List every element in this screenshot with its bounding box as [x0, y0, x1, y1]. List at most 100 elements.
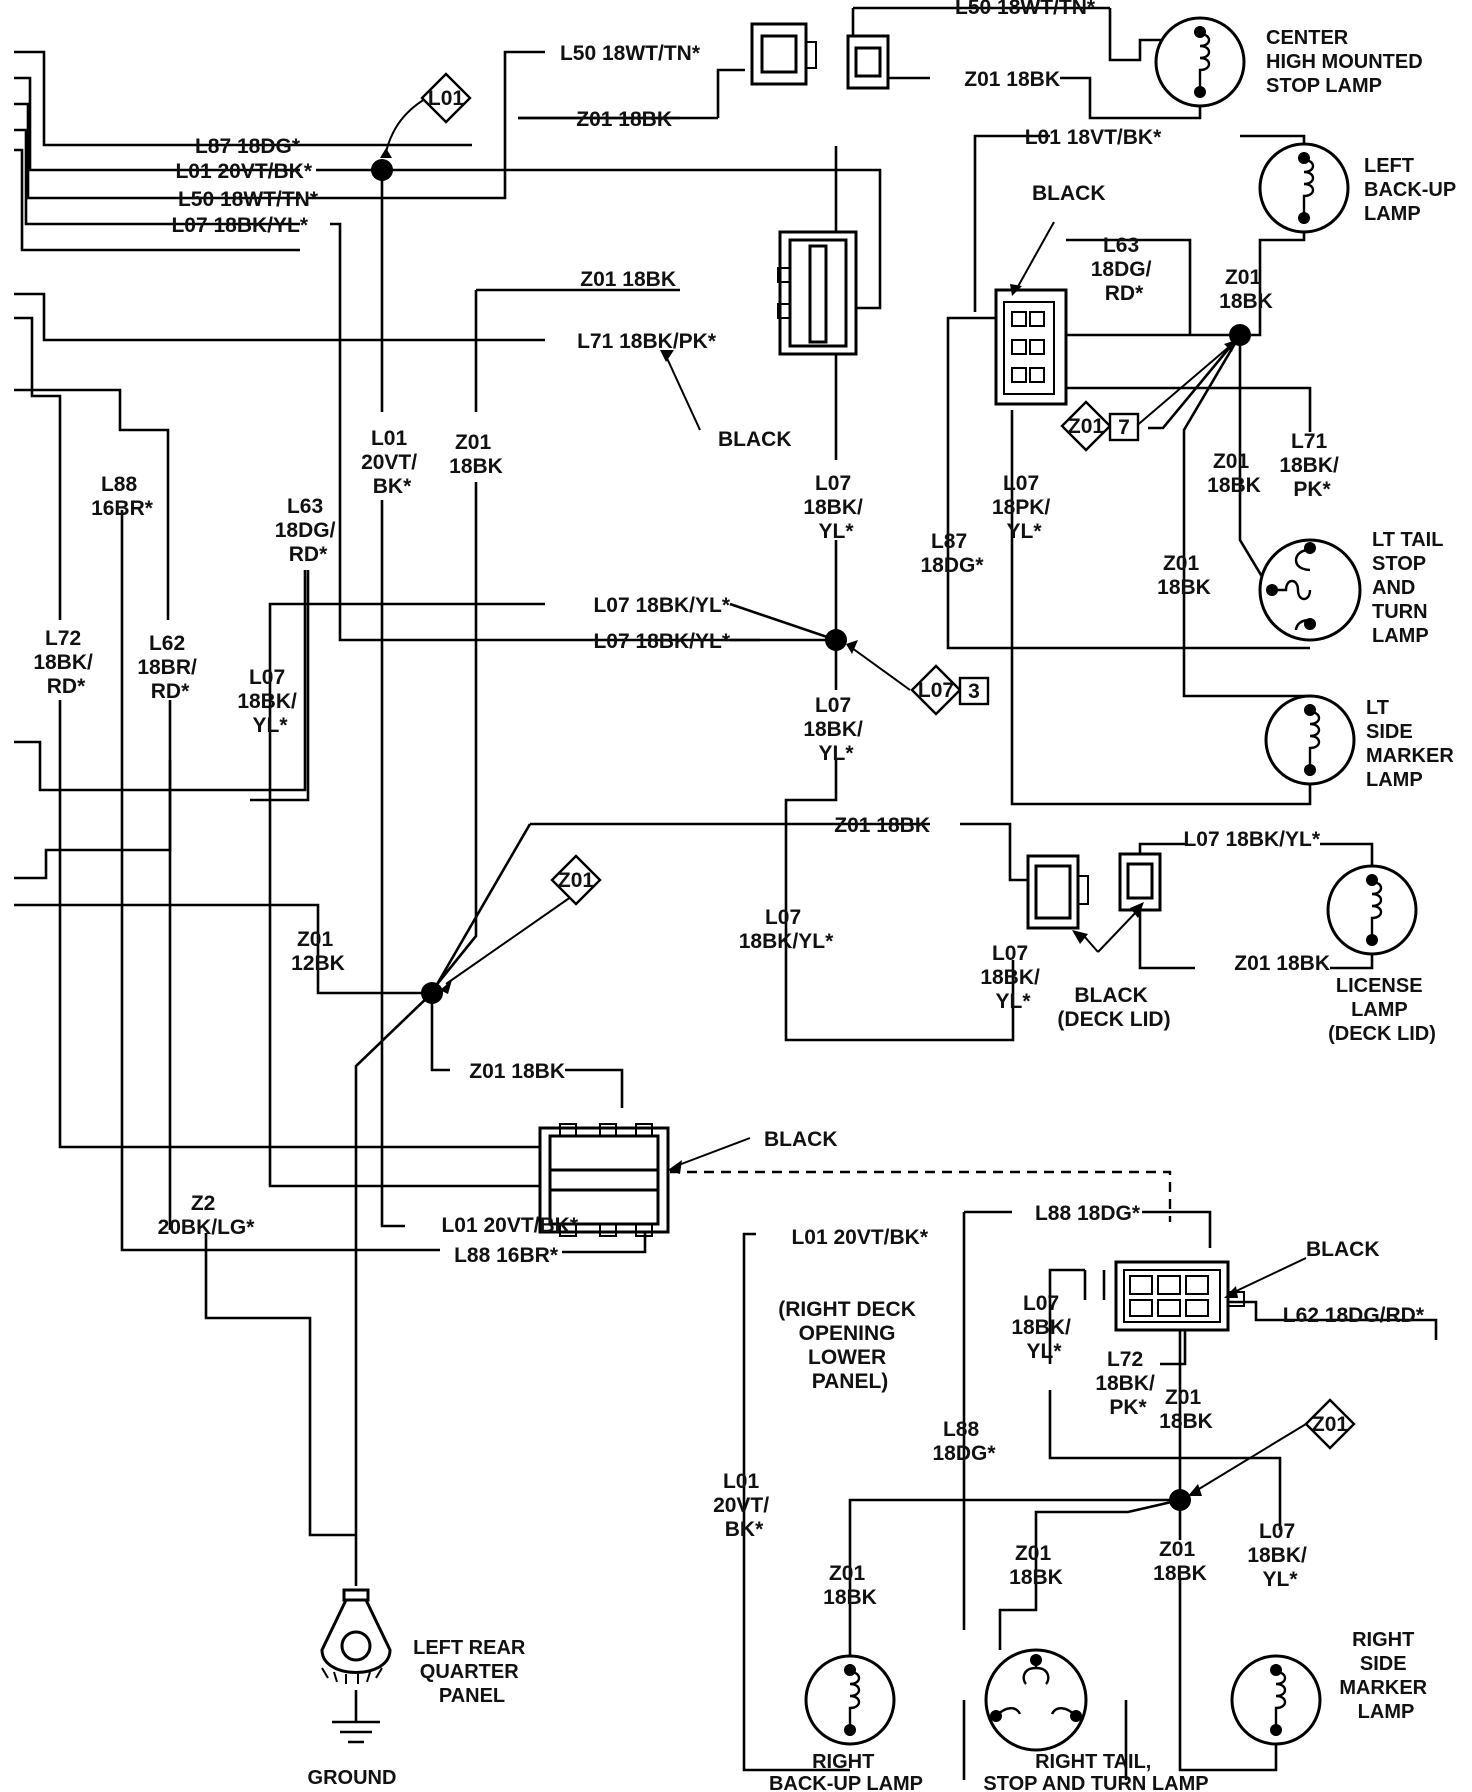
wire-label-z01-rb1: Z01 18BK — [1159, 1386, 1213, 1433]
wire-label-l07-deck: L07 18BK/YL* — [739, 906, 834, 953]
wire-label: Z01 18BK — [834, 814, 930, 837]
wire-label-z01-rb3: Z01 18BK — [1009, 1542, 1063, 1589]
lamp-labels: CENTER HIGH MOUNTED STOP LAMP LEFT BACK-… — [769, 27, 1461, 1792]
splice-tag-z01-left: Z01 — [550, 854, 602, 906]
wire-label: L01 18VT/BK* — [1025, 126, 1162, 149]
wire-label: Z01 18BK — [1234, 952, 1330, 975]
wire-label-l01-rb2: L01 20VT/ BK* — [713, 1470, 775, 1541]
wire-label-l63-vert: L63 18DG/ RD* — [275, 495, 342, 566]
wire-label: L01 20VT/BK* — [791, 1226, 928, 1249]
wire-label: L50 18WT/TN* — [178, 188, 319, 211]
ground-label: GROUND — [308, 1767, 397, 1789]
ground-labels: LEFT REAR QUARTER PANEL GROUND — [308, 1637, 531, 1789]
wire-label-z01-r2: Z01 18BK — [1207, 450, 1261, 497]
wire-label-l07-rb2: L07 18BK/ YL* — [1247, 1520, 1312, 1591]
wire-paths — [14, 6, 1438, 1780]
pointer-arrows — [380, 95, 1307, 1496]
connector-label: BLACK — [764, 1128, 838, 1151]
lt-tail-lamp-icon — [1258, 538, 1362, 642]
svg-text:Z01: Z01 — [1312, 1413, 1349, 1436]
wire-label: L87 18DG* — [195, 135, 301, 158]
lamp-label-license: LICENSE LAMP (DECK LID) — [1328, 975, 1436, 1045]
lamp-label-lt-side: LT SIDE MARKER LAMP — [1366, 697, 1459, 791]
wire-label-l72-vert: L72 18BK/ RD* — [33, 627, 98, 698]
splice-tag-l07-3: L07 3 — [910, 664, 990, 716]
wire-label: L50 18WT/TN* — [560, 42, 701, 65]
lamp-label-right-side: RIGHT SIDE MARKER LAMP — [1339, 1629, 1432, 1723]
connector-top-2 — [846, 34, 890, 90]
wire-label: L07 18BK/YL* — [171, 214, 308, 237]
splice-tag-l01-top: L01 — [420, 72, 472, 124]
right-tail-lamp-icon — [984, 1648, 1088, 1752]
wire-label-z01-r3: Z01 18BK — [1157, 552, 1211, 599]
wire-label-l88-vert: L88 16BR* — [91, 473, 154, 520]
wire-label: L50 18WT/TN* — [955, 0, 1096, 19]
wire-label-l62-vert: L62 18BR/ RD* — [137, 632, 202, 703]
svg-text:7: 7 — [1118, 416, 1130, 439]
license-lamp-icon — [1326, 864, 1418, 956]
right-deck-panel-label: (RIGHT DECK OPENING LOWER PANEL) — [778, 1298, 922, 1393]
wire-label: Z01 18BK — [576, 108, 672, 131]
wire-label: L07 18BK/YL* — [1183, 828, 1320, 851]
wire-label-z01-vert: Z01 18BK — [449, 431, 503, 478]
lamp-label-left-backup: LEFT BACK-UP LAMP — [1364, 155, 1461, 225]
wire-labels-multiline: L01 20VT/ BK* Z01 18BK L88 16BR* L63 18D… — [33, 234, 1425, 1609]
svg-text:Z01: Z01 — [1068, 415, 1105, 438]
lamp-label-center-stop: CENTER HIGH MOUNTED STOP LAMP — [1266, 27, 1428, 97]
wire-label: L07 18BK/YL* — [593, 594, 730, 617]
wire-label-l71-r: L71 18BK/ PK* — [1279, 430, 1344, 501]
svg-text:L07: L07 — [918, 679, 954, 702]
ground-location-label: LEFT REAR QUARTER PANEL — [413, 1637, 531, 1707]
wire-label-z01-rb2: Z01 18BK — [823, 1562, 877, 1609]
ground-icon — [320, 1588, 392, 1744]
wire-label-l63-r: L63 18DG/ RD* — [1091, 234, 1158, 305]
connector-deck-1 — [1026, 854, 1089, 930]
wire-label-l07-vert-a: L07 18BK/ YL* — [803, 472, 868, 543]
svg-text:L01: L01 — [428, 87, 465, 110]
wire-label: L62 18DG/RD* — [1283, 1304, 1425, 1327]
wire-label: L88 18DG* — [1035, 1202, 1141, 1225]
wire-label: Z01 18BK — [580, 268, 676, 291]
wire-labels: L50 18WT/TN* Z01 18BK L50 18WT/TN* Z01 1… — [171, 0, 1162, 353]
wire-label-l87-r: L87 18DG* — [920, 530, 984, 577]
connector-right-black — [994, 288, 1068, 406]
wire-label: L71 18BK/PK* — [577, 330, 717, 353]
svg-text:Z01: Z01 — [558, 869, 595, 892]
splice-tag-z01-7: Z01 7 — [1060, 400, 1140, 452]
wire-label-z01-r1: Z01 18BK — [1219, 266, 1273, 313]
splices — [371, 159, 1251, 1511]
connector-top-1 — [750, 22, 817, 86]
connector-label-deck-lid: BLACK (DECK LID) — [1057, 984, 1170, 1031]
right-side-marker-lamp-icon — [1230, 1654, 1322, 1746]
svg-text:3: 3 — [968, 680, 980, 703]
lamp-label-right-tail: RIGHT TAIL, STOP AND TURN LAMP — [983, 1751, 1208, 1792]
lamp-label-right-backup: RIGHT BACK-UP LAMP — [769, 1751, 923, 1792]
splice-tag-z01-right: Z01 — [1304, 1398, 1356, 1450]
right-backup-lamp-icon — [804, 1654, 896, 1746]
wire-label-l07-deck2: L07 18BK/ YL* — [980, 942, 1045, 1013]
wire-label-l72-rb: L72 18BK/ PK* — [1095, 1348, 1160, 1419]
connector-label: BLACK — [1032, 182, 1106, 205]
center-stop-lamp-icon — [1154, 16, 1246, 108]
wire-label-l07-rb: L07 18BK/ YL* — [1011, 1292, 1076, 1363]
left-backup-lamp-icon — [1258, 142, 1350, 234]
wire-label: Z01 18BK — [964, 68, 1060, 91]
lt-side-marker-lamp-icon — [1264, 694, 1356, 786]
wire-label: L07 18BK/YL* — [593, 630, 730, 653]
wire-label-z01-rb4: Z01 18BK — [1153, 1538, 1207, 1585]
wire-label-z2: Z2 20BK/LG* — [158, 1192, 256, 1239]
wire-label-l07-r1: L07 18PK/ YL* — [992, 472, 1056, 543]
connector-right-lower-black — [1114, 1260, 1245, 1332]
wire-label-z01-12bk: Z01 12BK — [291, 928, 345, 975]
wire-label: L01 20VT/BK* — [441, 1214, 578, 1237]
wire-label-l88-rb2: L88 18DG* — [932, 1418, 996, 1465]
connector-mid-black — [777, 230, 858, 356]
connector-lower-black — [538, 1123, 670, 1237]
wire-label-l01-vert: L01 20VT/ BK* — [361, 427, 423, 498]
connector-deck-2 — [1118, 852, 1162, 912]
lamp-label-lt-tail: LT TAIL STOP AND TURN LAMP — [1372, 529, 1449, 647]
wire-label: L01 20VT/BK* — [175, 160, 312, 183]
wire-label-l07-vert-c: L07 18BK/ YL* — [237, 666, 302, 737]
connector-labels: BLACK BLACK BLACK (DECK LID) BLACK BLACK… — [718, 182, 1380, 1393]
